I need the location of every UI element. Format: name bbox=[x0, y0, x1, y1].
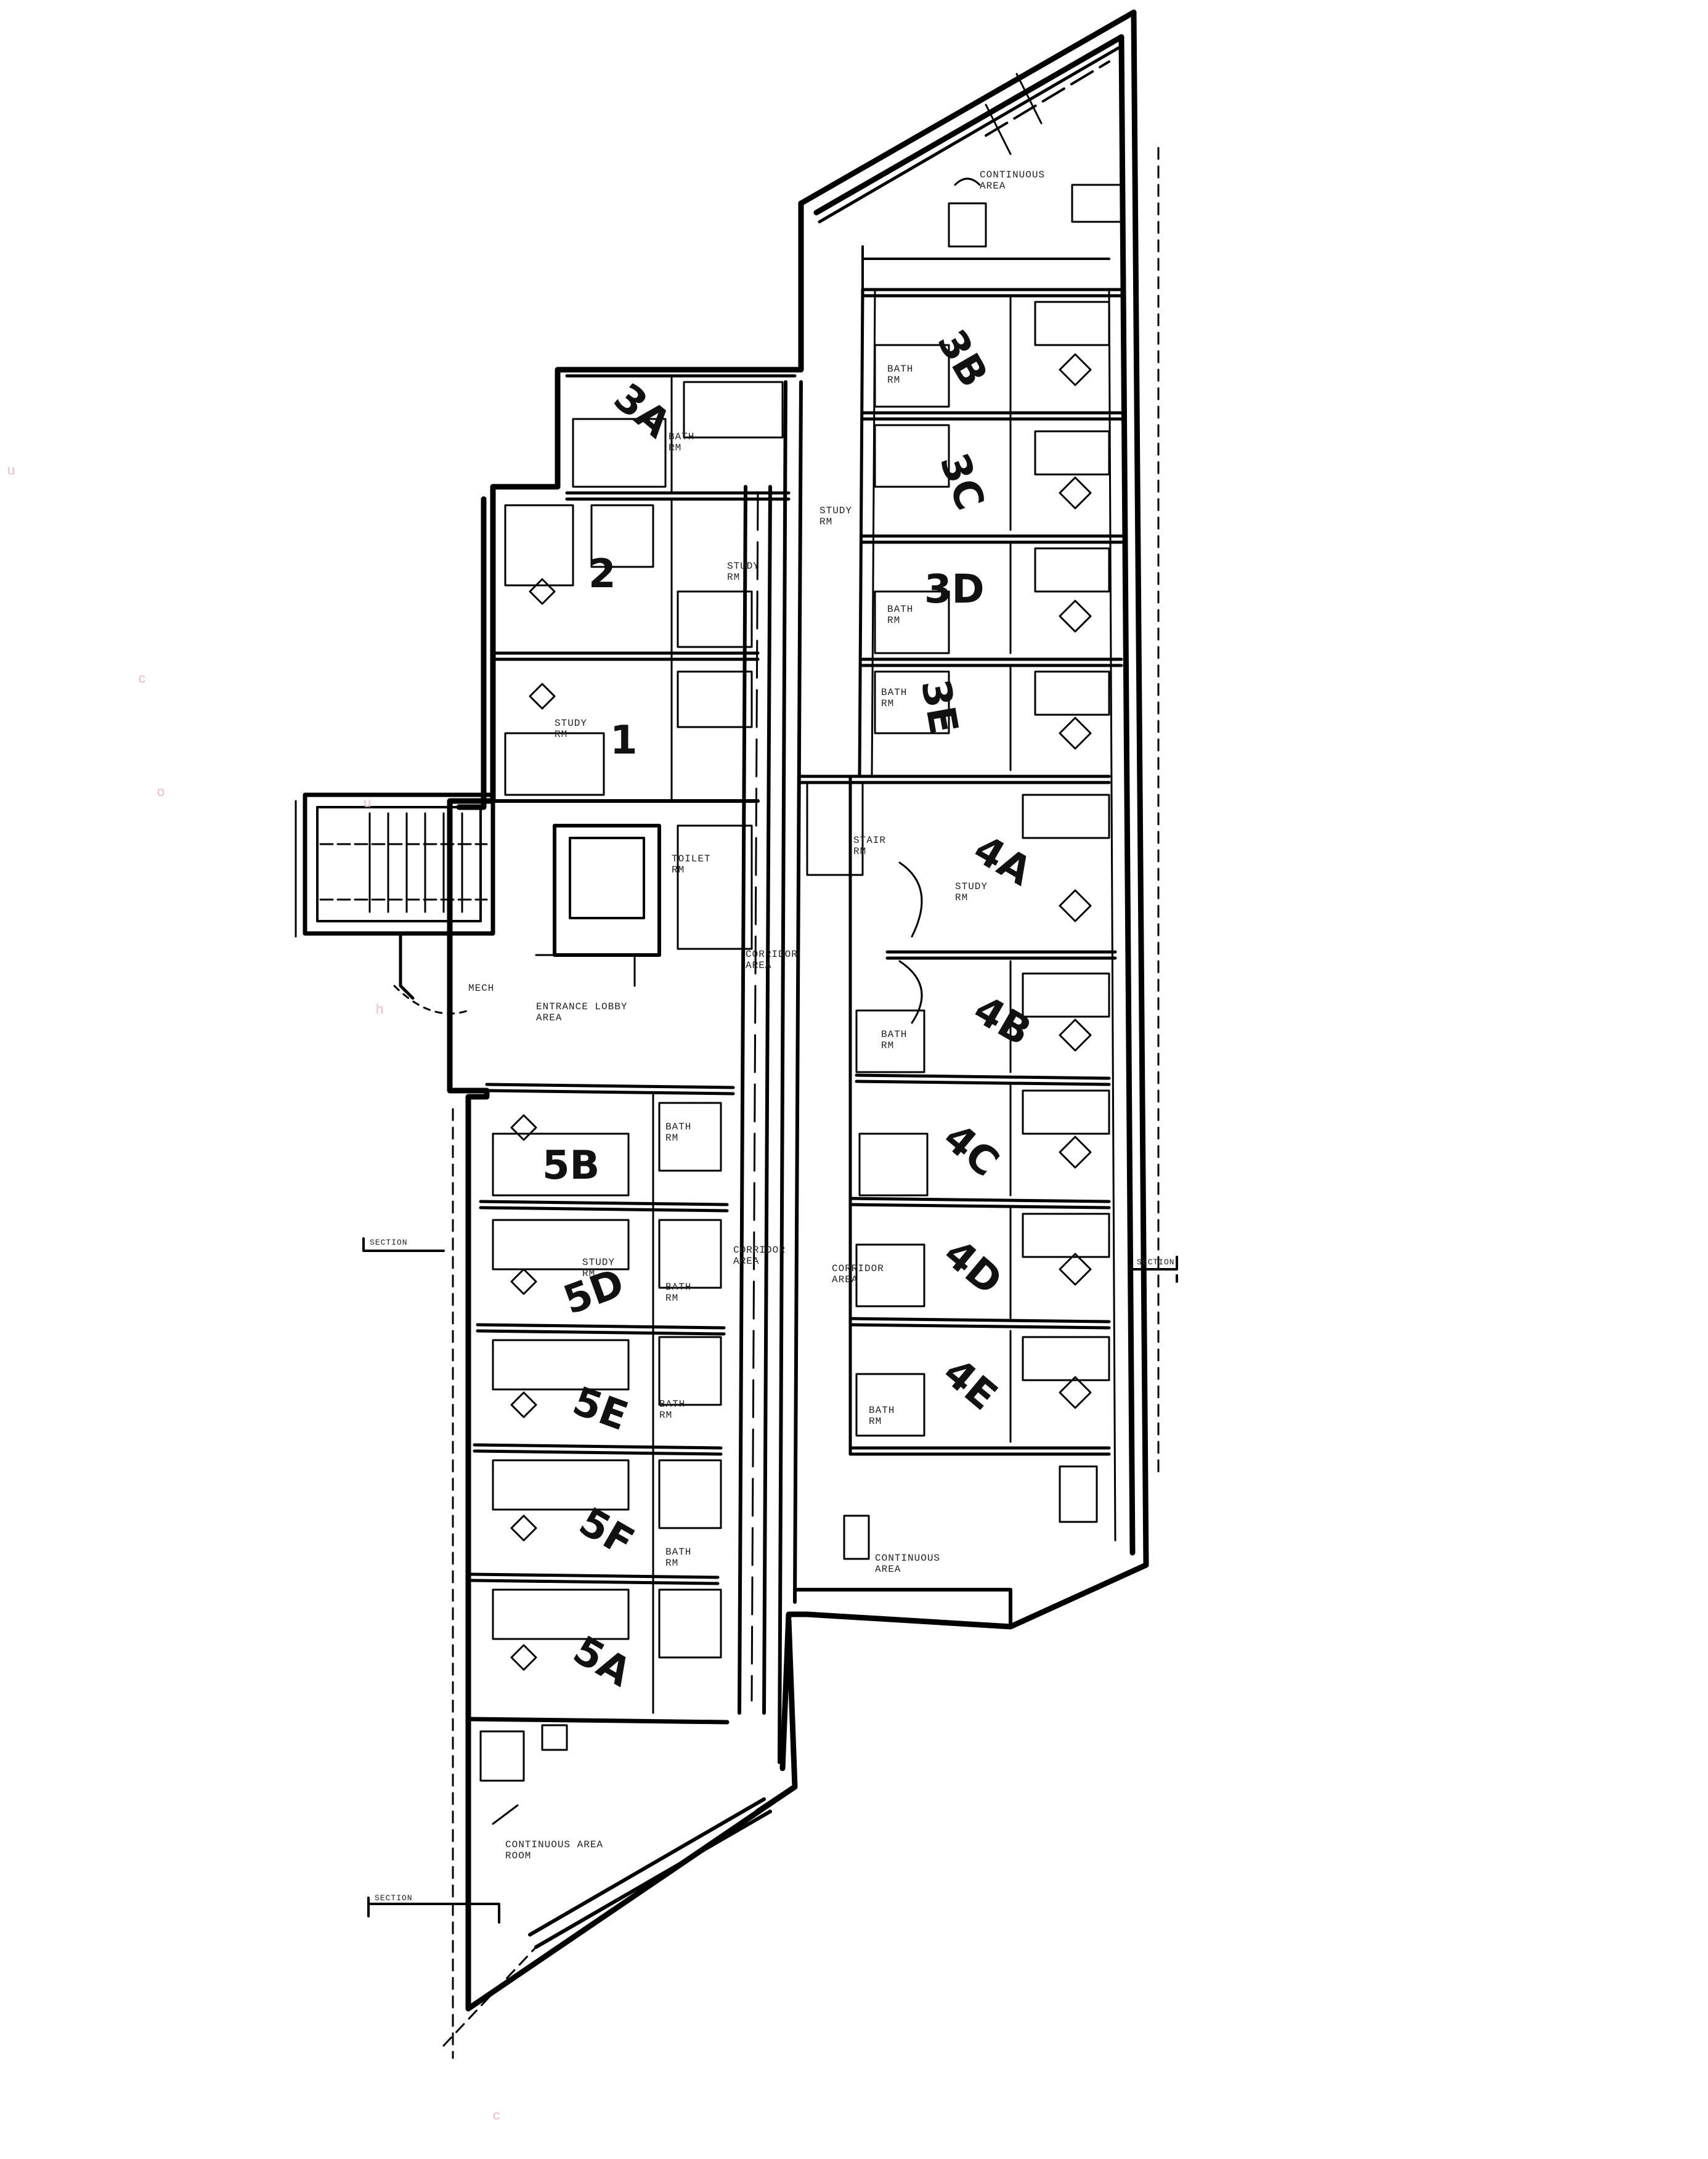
room-label: MECH bbox=[468, 983, 495, 994]
margin-mark: h bbox=[376, 1001, 384, 1017]
room-label: STAIR RM bbox=[853, 835, 887, 857]
room-label: CONTINUOUS AREA ROOM bbox=[505, 1839, 604, 1861]
room-label: CONTINUOUS AREA bbox=[875, 1553, 941, 1575]
corridor-walls bbox=[738, 380, 803, 1764]
room-label: BATH RM bbox=[869, 1405, 895, 1427]
margin-mark: c bbox=[493, 2107, 500, 2123]
room-label: BATH RM bbox=[659, 1399, 686, 1421]
unit-label-2: 2 bbox=[588, 551, 616, 597]
room-label: BATH RM bbox=[669, 431, 695, 453]
room-label: BATH RM bbox=[665, 1121, 692, 1144]
unit-label-3D: 3D bbox=[924, 567, 985, 612]
dimension-lines bbox=[393, 147, 1160, 2059]
room-label: TOILET RM bbox=[672, 853, 711, 876]
section-markers bbox=[362, 1237, 1178, 1924]
room-label: BATH RM bbox=[887, 364, 914, 386]
room-label: BATH RM bbox=[887, 604, 914, 626]
room-label: STUDY RM bbox=[555, 718, 588, 740]
room-label: STUDY RM bbox=[582, 1257, 616, 1279]
room-label: BATH RM bbox=[665, 1282, 692, 1304]
section-marker-label: SECTION bbox=[375, 1893, 413, 1903]
room-label: STUDY RM bbox=[819, 505, 853, 527]
unit-label-5B: 5B bbox=[542, 1143, 600, 1189]
room-label: BATH RM bbox=[665, 1547, 692, 1569]
room-label: BATH RM bbox=[881, 1029, 908, 1051]
top-common-area bbox=[861, 73, 1123, 291]
stair-block bbox=[295, 792, 495, 1000]
room-label: CORRIDOR AREA bbox=[733, 1245, 786, 1267]
margin-mark: c bbox=[139, 670, 145, 686]
room-label: ENTRANCE LOBBY AREA bbox=[536, 1001, 628, 1023]
left-units-upper bbox=[491, 368, 797, 987]
section-marker-label: SECTION bbox=[1137, 1258, 1175, 1267]
left-units-lower bbox=[466, 1083, 735, 1825]
unit-label-1: 1 bbox=[610, 718, 638, 763]
right-units bbox=[799, 288, 1123, 1542]
lower-right-common bbox=[793, 1465, 1098, 1628]
margin-mark: u bbox=[364, 795, 372, 810]
room-label: STUDY RM bbox=[727, 561, 760, 583]
room-label: CORRIDOR AREA bbox=[832, 1263, 884, 1285]
unit-label-3E: 3E bbox=[912, 676, 967, 738]
room-label: CONTINUOUS AREA bbox=[980, 169, 1046, 192]
room-label: CORRIDOR AREA bbox=[746, 949, 798, 971]
room-label: STUDY RM bbox=[955, 881, 988, 903]
section-marker-label: SECTION bbox=[370, 1238, 408, 1247]
room-label: BATH RM bbox=[881, 687, 908, 709]
margin-mark: u bbox=[7, 462, 15, 478]
margin-mark: o bbox=[157, 784, 165, 799]
